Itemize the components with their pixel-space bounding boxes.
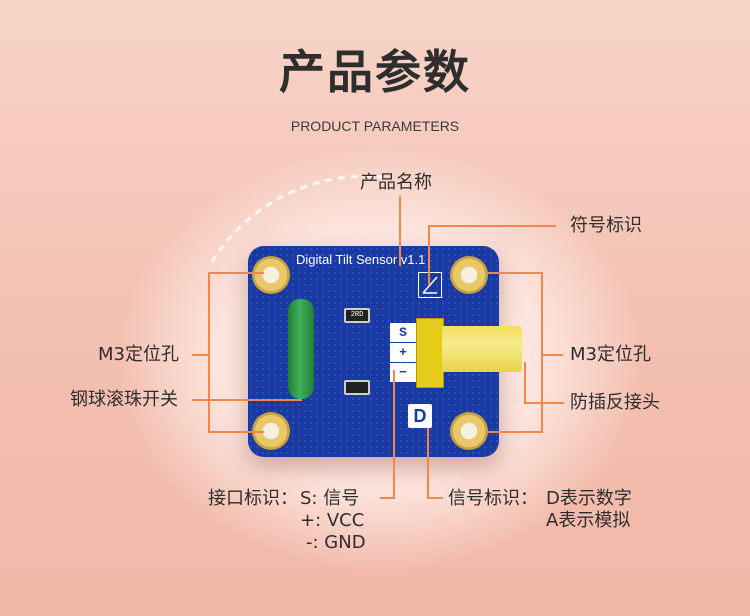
- connector-pins: [442, 326, 522, 372]
- signal-line-analog: A表示模拟: [546, 510, 631, 531]
- page-subtitle: PRODUCT PARAMETERS: [290, 118, 460, 134]
- label-symbol-mark: 符号标识: [570, 215, 642, 236]
- anti-reverse-connector: [416, 318, 444, 388]
- ball-switch: [288, 299, 314, 399]
- wire-signal-v: [427, 428, 429, 499]
- label-product-name: 产品名称: [360, 172, 432, 193]
- interface-line-vcc: +: VCC: [300, 510, 365, 531]
- mount-hole-top-left: [252, 256, 290, 294]
- wire-left-top-h: [208, 272, 264, 274]
- wire-anti-reverse-h: [524, 402, 564, 404]
- wire-ball-switch-h: [192, 399, 302, 401]
- mount-hole-top-right: [450, 256, 488, 294]
- label-mount-hole-right: M3定位孔: [570, 344, 651, 365]
- label-interface: 接口标识：: [208, 488, 298, 509]
- tilt-symbol-icon: [418, 272, 442, 298]
- wire-symbol-h: [428, 225, 556, 227]
- wire-anti-reverse-v: [524, 362, 526, 404]
- pin-label-gnd: −: [390, 363, 416, 382]
- label-anti-reverse: 防插反接头: [570, 392, 660, 413]
- wire-left-bracket-v: [208, 272, 210, 432]
- capacitor: [344, 380, 370, 395]
- interface-line-gnd: -: GND: [306, 532, 366, 553]
- label-ball-switch: 钢球滚珠开关: [70, 389, 178, 410]
- wire-left-label-h: [192, 354, 210, 356]
- mount-hole-bottom-right: [450, 412, 488, 450]
- page-title: 产品参数: [279, 45, 471, 99]
- sensor-board: Digital Tilt Sensor v1.1 2RD S + − D: [248, 246, 522, 457]
- interface-line-signal: S: 信号: [300, 488, 360, 509]
- wire-signal-h: [427, 497, 443, 499]
- pin-label-s: S: [390, 323, 416, 342]
- wire-interface-v: [393, 370, 395, 499]
- wire-interface-h: [380, 497, 395, 499]
- wire-right-bracket-v: [541, 272, 543, 432]
- wire-symbol-v: [428, 225, 430, 285]
- board-title: Digital Tilt Sensor v1.1: [296, 252, 426, 267]
- wire-right-top-h: [486, 272, 543, 274]
- wire-product-name-v: [399, 196, 401, 266]
- signal-line-digital: D表示数字: [546, 488, 632, 509]
- label-signal: 信号标识：: [448, 488, 538, 509]
- signal-type-mark: D: [408, 404, 432, 428]
- label-mount-hole-left: M3定位孔: [98, 344, 179, 365]
- wire-right-label-h: [541, 354, 563, 356]
- wire-left-bottom-h: [208, 431, 264, 433]
- wire-right-bottom-h: [486, 431, 543, 433]
- pin-label-vcc: +: [390, 343, 416, 362]
- resistor: 2RD: [344, 308, 370, 323]
